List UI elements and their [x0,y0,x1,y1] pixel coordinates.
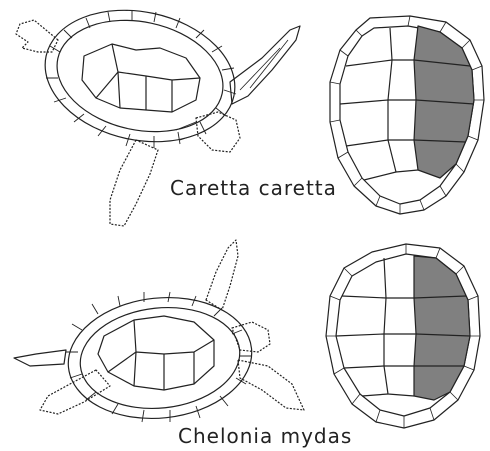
chelonia-caption: Chelonia mydas [178,424,352,448]
chelonia-scute-diagram [326,244,480,428]
chelonia-shaded-scutes [414,256,470,400]
chelonia-rear-flipper [14,350,66,366]
caretta-marginal-scutes [46,10,236,148]
caretta-vertebral-scutes [82,44,200,112]
chelonia-rear-flipper-right [238,360,304,410]
chelonia-carapace-outer [62,289,258,428]
caretta-carapace-outer [33,0,247,159]
caretta-caption: Caretta caretta [170,176,337,200]
caretta-scute-diagram [330,16,484,214]
caretta-carapace-inner [47,6,234,147]
chelonia-front-flipper-upper [206,240,238,310]
caretta-front-flipper-left [110,140,158,226]
chelonia-turtle-drawing [14,240,304,427]
caretta-front-flipper-right [230,26,300,104]
